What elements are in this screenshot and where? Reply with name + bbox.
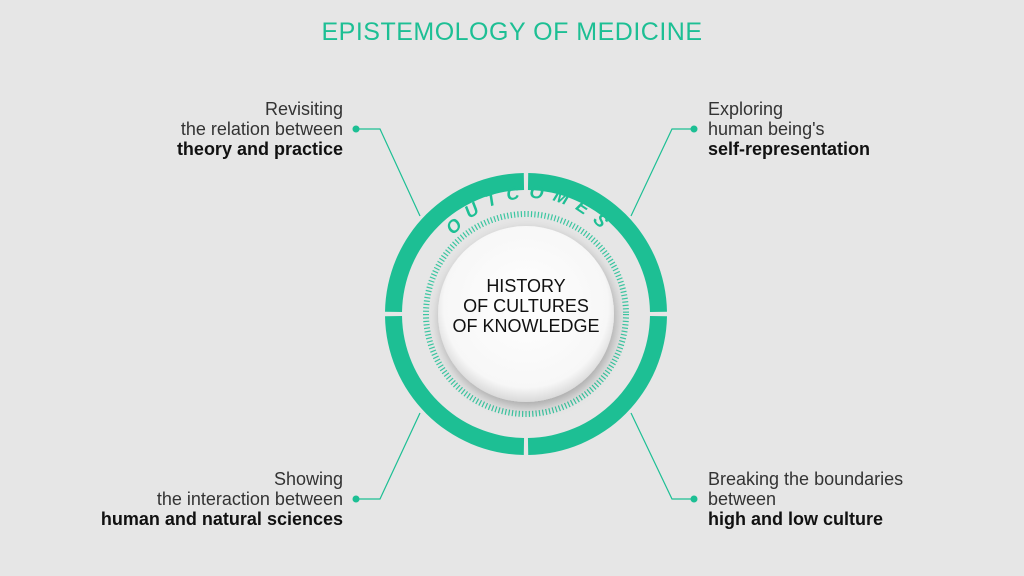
center-line: OF KNOWLEDGE [452,316,600,336]
outcome-line: Exploring [708,99,784,119]
center-line: HISTORY [486,276,566,296]
outcome-line: human being's [708,119,825,139]
dot-bottom-right [690,495,698,503]
outcome-line: Revisiting [264,99,343,119]
dot-bottom-left [352,495,360,503]
connector-top-right [630,128,694,217]
outcome-highlight: self-representation [708,139,871,159]
outcome-top-right: Exploring human being's self-representat… [708,99,870,159]
outcome-highlight: high and low culture [708,509,883,529]
outcome-line: the interaction between [156,489,343,509]
dot-top-right [690,125,698,133]
ring-segment-top-right [527,173,667,313]
outer-ring [385,173,667,455]
connector-bottom-right [630,412,694,500]
center-circle [438,226,614,402]
connector-bottom-left [356,412,421,500]
outcome-highlight: theory and practice [176,139,343,159]
outcome-bottom-left: Showing the interaction between human an… [101,469,343,529]
outcome-line: Breaking the boundaries [708,469,904,489]
outcome-top-left: Revisiting the relation between theory a… [177,99,343,159]
connector-lines [356,128,694,500]
outcome-bottom-right: Breaking the boundaries between high and… [708,469,903,529]
outcome-line: Showing [273,469,343,489]
connector-dots [352,125,698,503]
center-line: OF CULTURES [463,296,589,316]
center-label: HISTORY OF CULTURES OF KNOWLEDGE [426,276,626,336]
dot-top-left [352,125,360,133]
outcome-highlight: human and natural sciences [100,509,343,529]
outcome-line: between [708,489,777,509]
ring-segment-bottom-right [527,315,667,455]
ring-segment-top-left [385,173,525,313]
diagram-title: EPISTEMOLOGY OF MEDICINE [321,18,703,46]
outcome-line: the relation between [180,119,343,139]
tick-ring [423,211,629,417]
ring-segment-bottom-left [385,315,525,455]
connector-top-left [356,128,421,217]
